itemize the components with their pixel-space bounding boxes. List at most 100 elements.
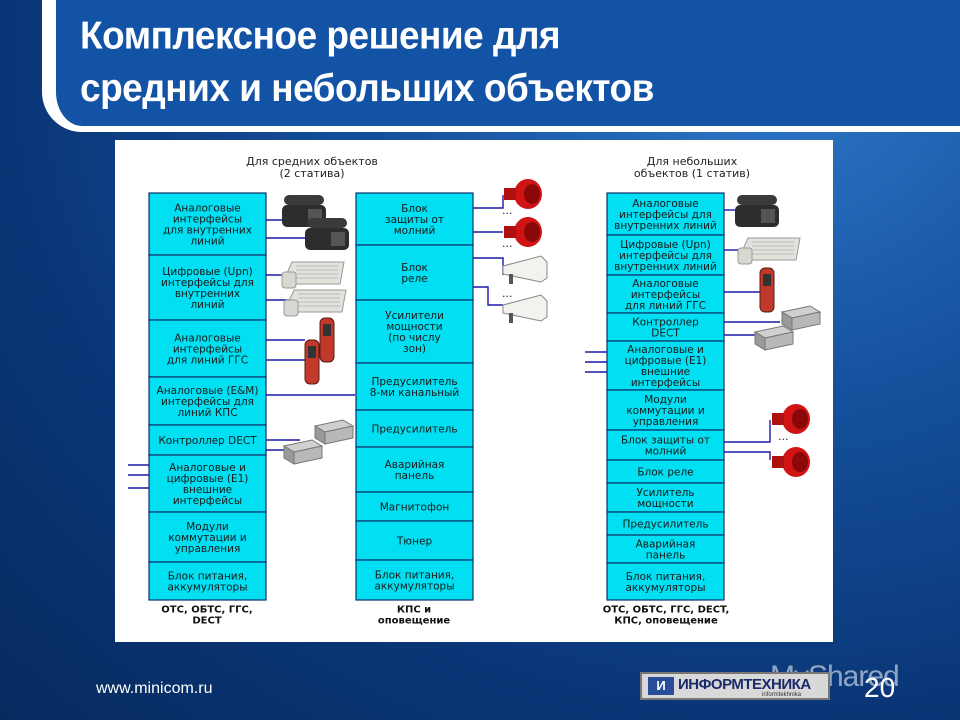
left-rack-caption: Для средних объектов(2 статива) — [246, 155, 378, 180]
left-col2-cell — [355, 520, 474, 561]
left-col1-cell — [148, 454, 267, 513]
company-logo: И ИНФОРМТЕХНИКА informtekhnika — [640, 672, 830, 700]
left-col1-cell — [148, 192, 267, 256]
left-col2-cell-label: Тюнер — [396, 536, 433, 548]
right-col-cell — [606, 482, 725, 513]
title-line-1: Комплексное решение для — [80, 13, 561, 57]
operator-console-icon — [281, 261, 345, 289]
link-speaker-1 — [473, 195, 504, 209]
dect-base-icon — [313, 419, 355, 445]
radio-handset-icon — [759, 267, 775, 313]
right-col-cell-label: Предусилитель — [622, 519, 708, 531]
link-horn-1 — [473, 257, 504, 275]
speaker-icon — [772, 404, 810, 434]
left-col2-cell-label: Магнитофон — [380, 502, 450, 514]
left-col2-cell — [355, 362, 474, 411]
dect-base-icon — [753, 325, 795, 351]
slide-title: Комплексное решение для средних и неболь… — [80, 10, 880, 115]
left-col2-cell-label: Предусилитель — [371, 424, 457, 436]
left-col2-cell-label: Блок питания,аккумуляторы — [375, 570, 455, 593]
speaker-icon — [772, 447, 810, 477]
radio-handset-icon — [319, 317, 335, 363]
captions: Для средних объектов(2 статива) Для небол… — [161, 155, 750, 627]
title-panel — [42, 0, 960, 132]
left-col1-cell — [148, 376, 267, 426]
link-r-speaker-1 — [724, 420, 771, 443]
ellipsis-mark: ... — [502, 287, 513, 300]
left-col1-cell-label: Контроллер DECT — [158, 435, 257, 447]
left-col1-cell — [148, 319, 267, 378]
left-col2-cell — [355, 244, 474, 301]
ellipsis-mark: ... — [502, 204, 513, 217]
telephone-icon — [735, 195, 779, 227]
link-horn-2 — [473, 286, 503, 306]
right-col-cell — [606, 429, 725, 461]
logo-text: ИНФОРМТЕХНИКА — [678, 676, 811, 693]
ellipsis-mark: ... — [502, 237, 513, 250]
ellipsis-mark: ... — [778, 430, 789, 443]
left-col2-cell — [355, 491, 474, 522]
title-line-2: средних и небольших объектов — [80, 66, 654, 110]
website-url[interactable]: www.minicom.ru — [96, 680, 213, 697]
devices: ............ — [281, 179, 822, 477]
logo-mark: И — [648, 677, 674, 695]
right-col-cell — [606, 312, 725, 342]
telephone-icon — [305, 218, 349, 250]
left-col1-cell — [148, 561, 267, 601]
right-col-cell-label: Блок питания,аккумуляторы — [626, 571, 706, 594]
right-col-footer: ОТС, ОБТС, ГГС, DECT,КПС, оповещение — [603, 605, 730, 627]
right-col-cell — [606, 340, 725, 391]
left-col2-cell — [355, 559, 474, 601]
dect-base-icon — [282, 439, 324, 465]
left-col1-footer: ОТС, ОБТС, ГГС,DECT — [161, 605, 252, 627]
right-col-cell-label: Блок реле — [637, 467, 693, 479]
page-number: 20 — [864, 672, 896, 703]
left-col2-cell — [355, 299, 474, 364]
logo-subtext: informtekhnika — [762, 692, 802, 698]
right-col-cell — [606, 562, 725, 601]
link-r-speaker-2 — [724, 451, 771, 460]
speaker-icon — [504, 179, 542, 209]
left-col1-cell-label: Блок питания,аккумуляторы — [168, 571, 248, 594]
horn-speaker-icon — [502, 294, 548, 323]
right-col-cell — [606, 274, 725, 314]
right-col-cell — [606, 534, 725, 564]
left-col2-cell — [355, 192, 474, 246]
left-col1-cell — [148, 511, 267, 563]
speaker-icon — [504, 217, 542, 247]
horn-speaker-icon — [502, 255, 548, 284]
dect-base-icon — [780, 305, 822, 331]
radio-handset-icon — [304, 339, 320, 385]
operator-console-icon — [283, 289, 347, 317]
right-col-cell — [606, 192, 725, 236]
operator-console-icon — [737, 237, 801, 265]
left-col2-cell — [355, 446, 474, 493]
left-col1-cell — [148, 254, 267, 321]
